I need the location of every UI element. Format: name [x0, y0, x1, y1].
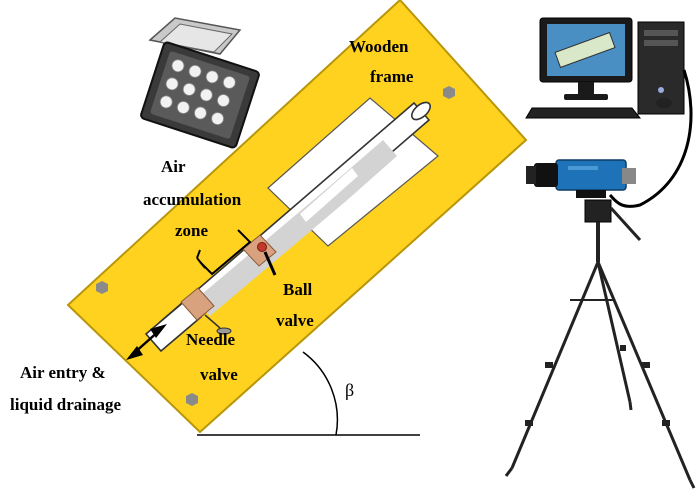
led-floodlight-icon — [140, 17, 260, 149]
label-ball-valve-line2: valve — [276, 311, 314, 330]
angle-indicator: β — [197, 351, 420, 436]
tripod-icon — [504, 199, 696, 489]
screw-icon — [96, 281, 108, 294]
air-entry-arrow — [126, 324, 167, 360]
angle-label: β — [345, 380, 354, 400]
label-air-zone-line3: zone — [175, 221, 209, 240]
ball-valve-icon — [257, 242, 267, 252]
screw-icon — [443, 86, 455, 99]
air-zone-bracket — [196, 229, 252, 276]
screw-icon — [186, 393, 198, 406]
label-wooden-frame-line1: Wooden — [349, 37, 409, 56]
label-air-entry-line2: liquid drainage — [10, 395, 121, 414]
needle-valve-icon — [216, 327, 232, 335]
camera-icon — [526, 159, 636, 198]
test-pipe — [144, 101, 431, 353]
needle-valve-collar — [180, 287, 215, 321]
label-air-entry-line1: Air entry & — [20, 363, 106, 382]
label-air-zone-line1: Air — [161, 157, 186, 176]
computer-icon — [525, 17, 693, 208]
label-ball-valve-line1: Ball — [283, 280, 313, 299]
label-wooden-frame-line2: frame — [370, 67, 414, 86]
label-needle-valve-line2: valve — [200, 365, 238, 384]
label-air-zone-line2: accumulation — [143, 190, 242, 209]
label-needle-valve-line1: Needle — [186, 330, 236, 349]
